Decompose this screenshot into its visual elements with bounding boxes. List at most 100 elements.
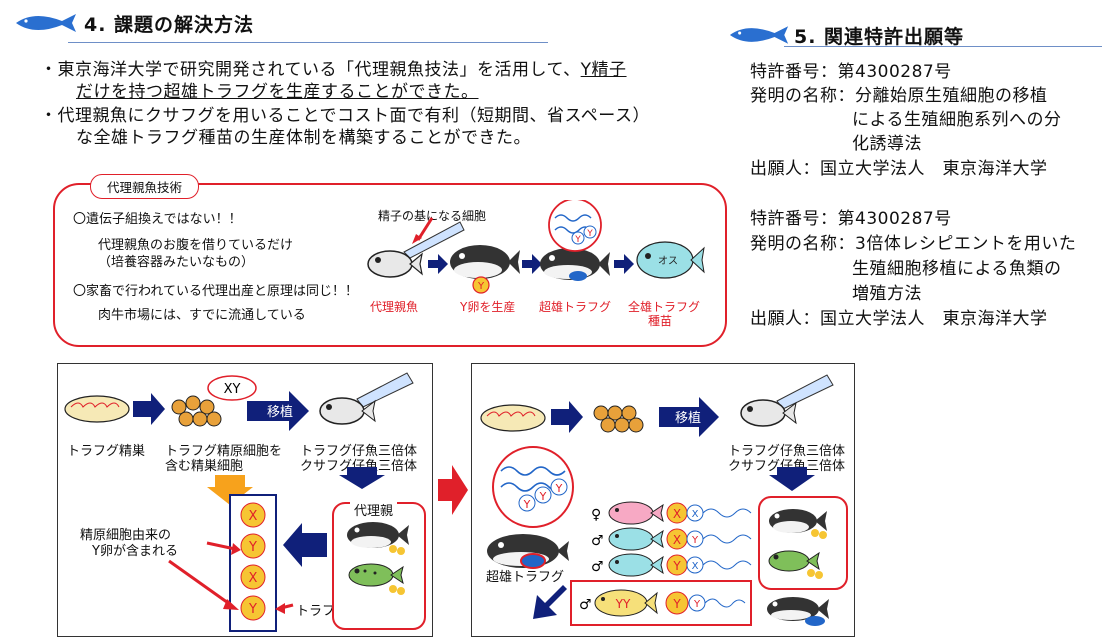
technique-label: 代理親魚技術 <box>90 174 200 199</box>
section5-divider <box>784 46 1102 47</box>
sex-symbol: ♂ <box>591 533 604 549</box>
stage-allmale-label-1: 全雄トラフグ <box>628 300 701 314</box>
patent1-number: 特許番号：第4300287号 <box>750 62 952 82</box>
transplant-arrow <box>247 391 309 431</box>
testis-cells-icon <box>593 405 644 433</box>
offspring-row-yy: ♂ YY Y Y <box>579 589 746 617</box>
offspring-row-male-1: ♂ X Y <box>591 527 752 551</box>
fish-bullet-icon <box>16 14 76 32</box>
stage-y-egg-label: Y卵を生産 <box>460 300 516 314</box>
red-pointer-arrow <box>416 217 434 241</box>
egg-y2-text: Y <box>248 602 257 617</box>
left-recipient-1: トラフグ仔魚三倍体 <box>300 444 418 459</box>
egg-y1: Y <box>240 533 266 559</box>
bullet1-text: ・東京海洋大学で研究開発されている「代理親魚技法」を活用して、 <box>40 60 581 80</box>
patent2-applicant: 出願人：国立大学法人 東京海洋大学 <box>750 309 1048 329</box>
bullet1-underlined: Y精子 <box>580 60 627 80</box>
fish-bullet-icon <box>729 26 789 44</box>
tech-point1-sub1: 代理親魚のお腹を借りているだけ <box>98 238 294 253</box>
sex-symbol: ♂ <box>579 597 592 613</box>
juvenile-fish-icon <box>367 250 423 278</box>
patent1-applicant: 出願人：国立大学法人 東京海洋大学 <box>750 159 1048 179</box>
cells-label-2: 含む精巣細胞 <box>165 459 244 474</box>
sperm-bubble-icon: Y Y <box>548 200 602 252</box>
flow-arrow <box>133 393 165 425</box>
bullet2-line2: な全雄トラフグ種苗の生産体制を構築することができた。 <box>76 128 531 148</box>
transplant-text: 移植 <box>675 411 701 426</box>
patent1-name-line2: による生殖細胞系列への分 <box>852 110 1062 130</box>
patent1-name-line3: 化誘導法 <box>852 134 922 154</box>
tech-point2: 〇家畜で行われている代理出産と原理は同じ！！ <box>73 284 358 299</box>
torafugu-fish-icon <box>347 522 409 555</box>
blue-down-arrow <box>769 467 815 491</box>
cells-label-1: トラフグ精原細胞を <box>165 444 283 459</box>
egg-x2: X <box>240 564 266 590</box>
egg-x1: X <box>240 502 266 528</box>
patent1-name-line1: 発明の名称：分離始原生殖細胞の移植 <box>750 86 1048 106</box>
row-egg: X <box>673 507 681 521</box>
surrogate-fish-icon <box>450 245 520 279</box>
supermale-fish-icon <box>540 248 610 281</box>
supermale-fish-icon <box>487 534 569 569</box>
y-eggs-label-1: 精原細胞由来の <box>80 528 172 543</box>
supermale-label: 超雄トラフグ <box>486 570 565 585</box>
stage-allmale-label-2: 種苗 <box>648 314 673 328</box>
kusafugu-fish-icon <box>348 563 405 595</box>
xy-bubble-icon: XY <box>207 375 257 401</box>
bubble-y2: Y <box>586 229 593 239</box>
section5-title: 5. 関連特許出願等 <box>794 26 965 48</box>
blue-down-arrow <box>339 467 385 489</box>
stage-surrogate-label: 代理親魚 <box>370 300 419 314</box>
bullet2-line1: ・代理親魚にクサフグを用いることでコスト面で有利（短期間、省スペース） <box>40 106 650 126</box>
patent2-name-line3: 増殖方法 <box>852 284 922 304</box>
egg-y1-text: Y <box>248 540 257 555</box>
section4-title: 4. 課題の解決方法 <box>84 14 255 36</box>
y-egg-icon <box>472 276 490 294</box>
juvenile-fish-icon <box>740 399 797 427</box>
row-sperm: X <box>692 561 699 572</box>
row-egg: X <box>673 533 681 547</box>
offspring-row-female: ♀ X X <box>591 501 752 525</box>
right-process-diagram: 移植 Y Y Y ♀ <box>480 374 848 626</box>
bubble-y3: Y <box>555 482 563 495</box>
row-sperm: Y <box>691 535 699 546</box>
torafugu-fish-icon <box>767 597 829 626</box>
flow-arrow <box>522 254 542 274</box>
section4-divider <box>68 42 548 43</box>
egg-x2-text: X <box>249 571 258 586</box>
row-egg: Y <box>672 559 681 573</box>
row-sperm: X <box>692 509 699 520</box>
flow-arrow <box>551 401 583 433</box>
row-egg: Y <box>672 597 681 611</box>
testis-icon <box>480 404 546 432</box>
bubble-y1: Y <box>523 498 531 511</box>
left-arrow <box>283 523 327 567</box>
transplant-arrow <box>659 397 719 437</box>
sex-symbol: ♂ <box>591 559 604 575</box>
offspring-row-male-2: ♂ Y X <box>591 553 752 577</box>
patent2-number: 特許番号：第4300287号 <box>750 209 952 229</box>
patent2-name-line1: 発明の名称：3倍体レシピエントを用いた <box>750 234 1077 254</box>
flow-arrow <box>428 254 448 274</box>
pipette-icon <box>356 372 414 408</box>
right-recipient-2: クサフグ仔魚三倍体 <box>728 459 846 474</box>
bubble-y2: Y <box>539 490 547 503</box>
row-sperm: Y <box>693 599 701 610</box>
flow-arrow <box>614 254 634 274</box>
patent2-name-line2: 生殖細胞移植による魚類の <box>852 259 1062 279</box>
tech-point1-sub2: （培養容器みたいなもの） <box>98 255 255 270</box>
bubble-y1: Y <box>574 235 581 245</box>
surrogate-label: 代理親 <box>350 500 398 519</box>
male-label: オス <box>658 255 678 267</box>
right-recipient-1: トラフグ仔魚三倍体 <box>728 444 846 459</box>
left-recipient-2: クサフグ仔魚三倍体 <box>300 459 418 474</box>
yy-fish-text: YY <box>615 597 631 611</box>
red-arrow <box>206 541 236 551</box>
y-egg-text: Y <box>477 281 485 292</box>
tech-point2-sub: 肉牛市場には、すでに流通している <box>98 308 306 323</box>
cell-label: 精子の基になる細胞 <box>378 209 487 223</box>
testis-label: トラフグ精巣 <box>67 444 146 459</box>
kusafugu-fish-icon <box>768 550 823 579</box>
bullet1-line2: だけを持つ超雄トラフグを生産することができた。 <box>76 82 479 102</box>
y-eggs-label-2: Y卵が含まれる <box>92 544 178 559</box>
